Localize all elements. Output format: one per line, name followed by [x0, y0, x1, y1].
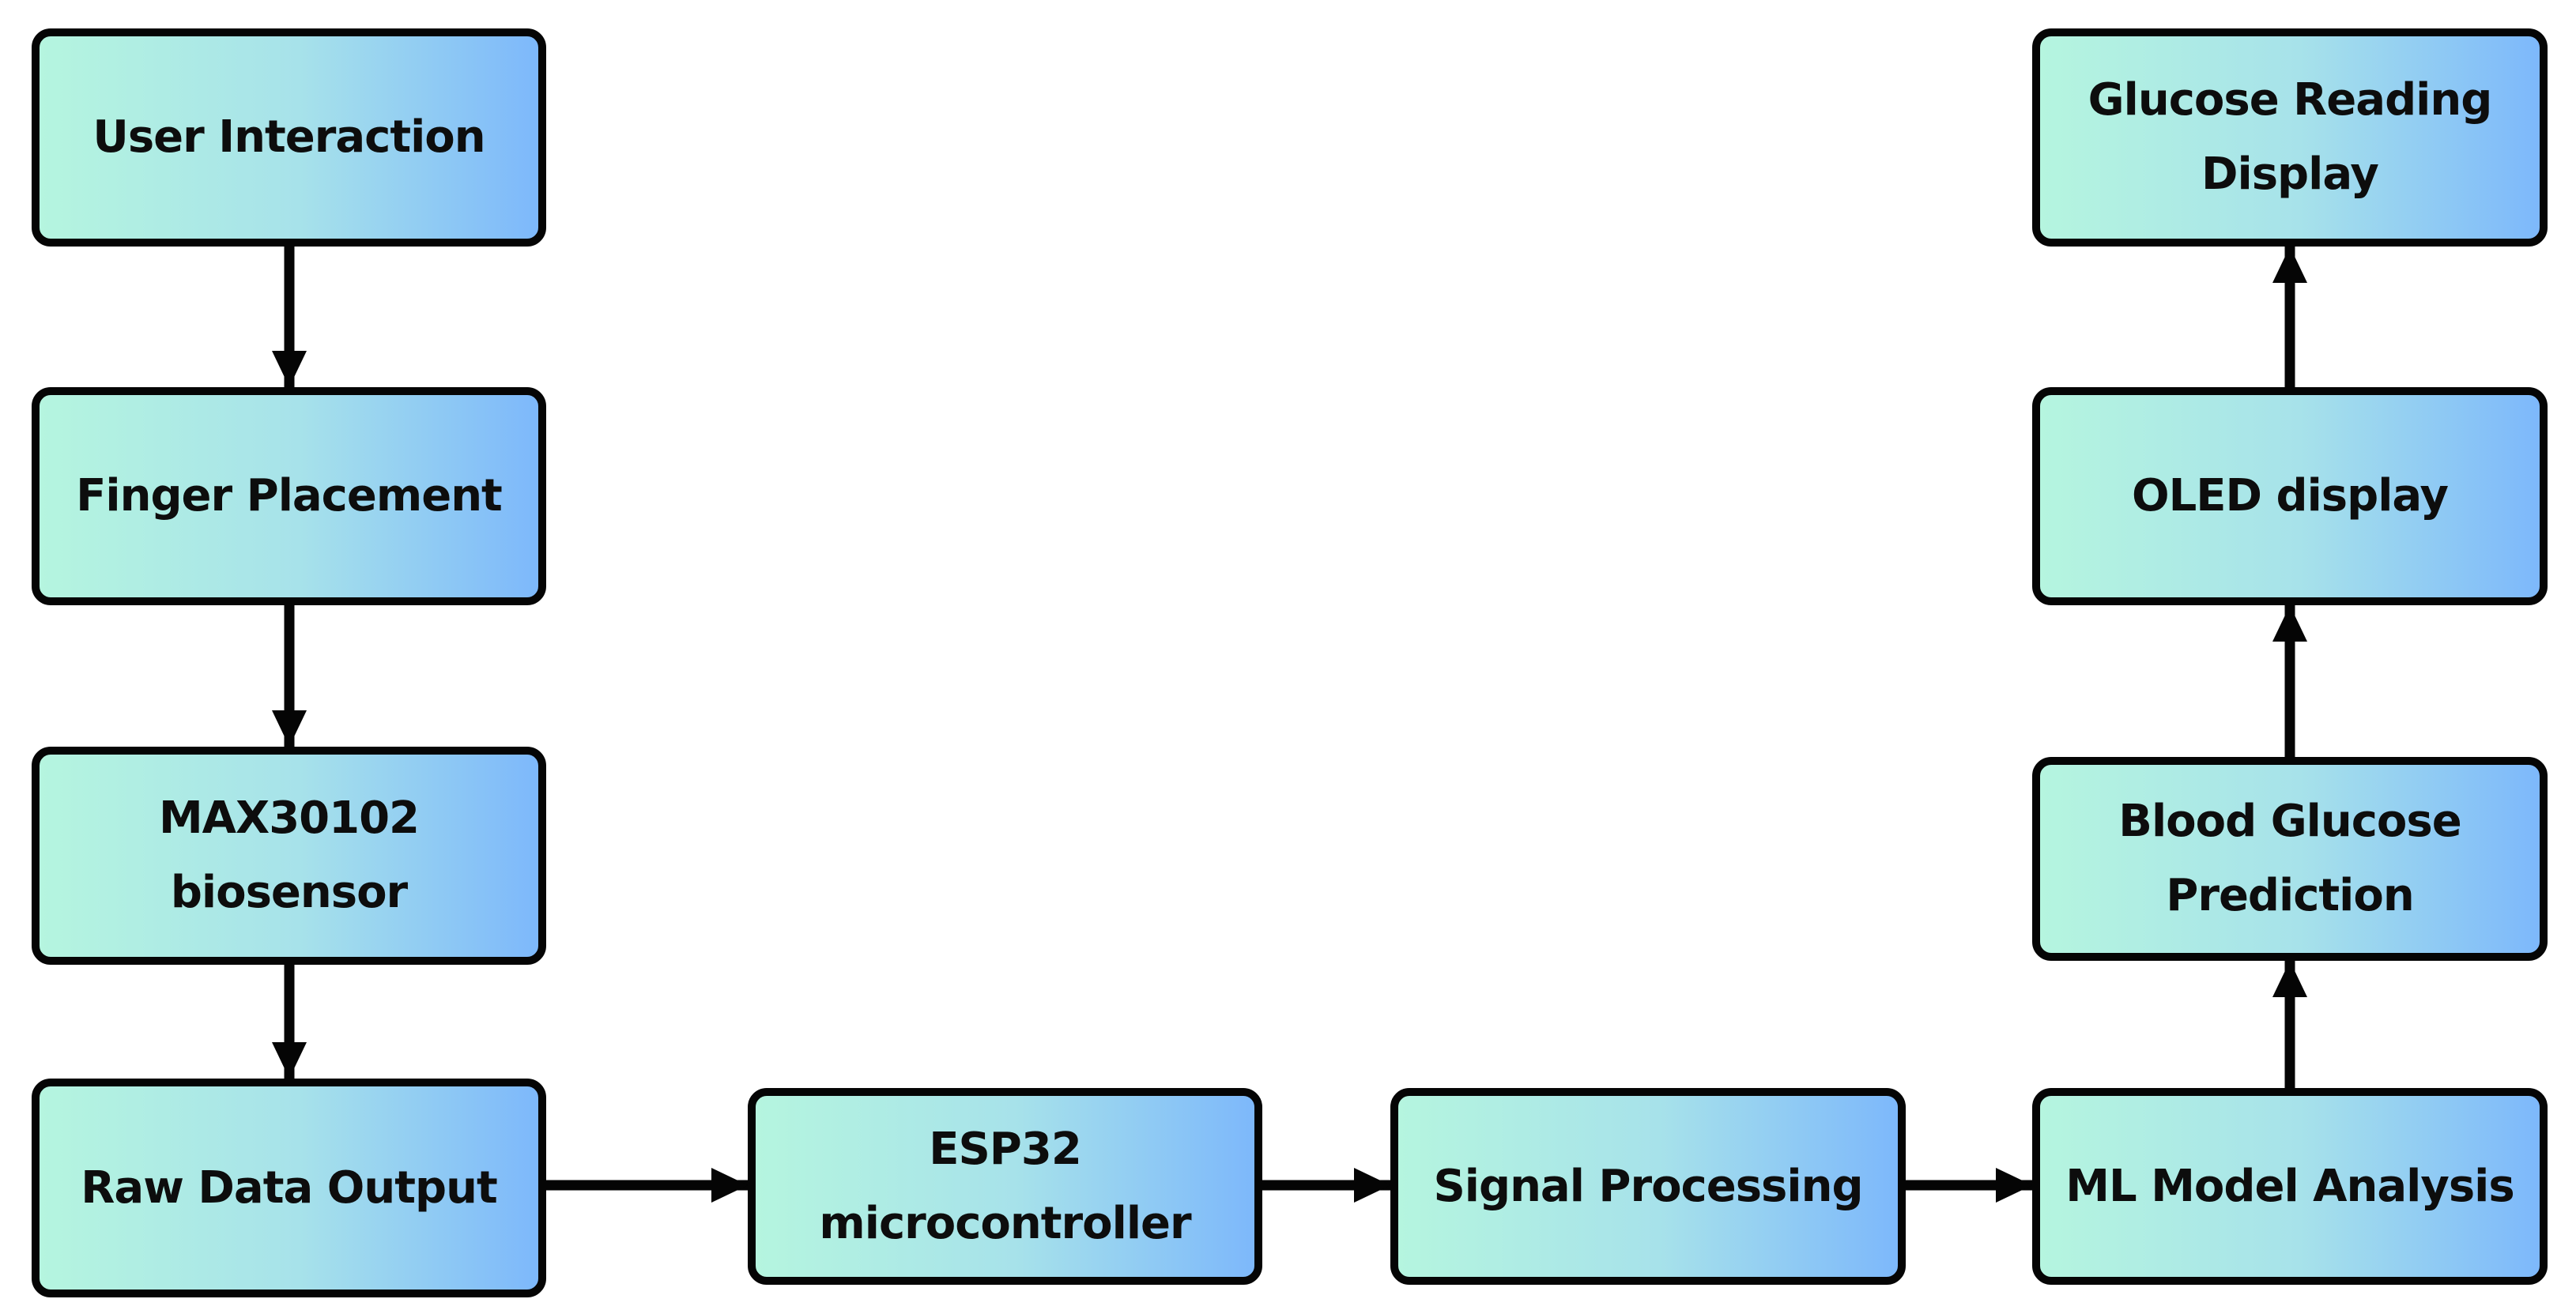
node-raw-data-output: Raw Data Output [32, 1079, 546, 1297]
node-label-max30102-biosensor: MAX30102 biosensor [158, 793, 420, 918]
node-glucose-reading-display: Glucose Reading Display [2032, 28, 2548, 247]
node-label-user-interaction: User Interaction [92, 111, 485, 163]
node-blood-glucose-prediction: Blood Glucose Prediction [2032, 757, 2548, 961]
node-oled-display: OLED display [2032, 387, 2548, 605]
node-signal-processing: Signal Processing [1390, 1088, 1906, 1285]
node-label-finger-placement: Finger Placement [76, 470, 503, 521]
node-label-glucose-reading-display: Glucose Reading Display [2088, 74, 2493, 200]
node-label-signal-processing: Signal Processing [1433, 1160, 1863, 1212]
node-ml-model-analysis: ML Model Analysis [2032, 1088, 2548, 1285]
node-label-raw-data-output: Raw Data Output [81, 1162, 497, 1214]
node-esp32-microcontroller: ESP32 microcontroller [748, 1088, 1262, 1285]
node-label-oled-display: OLED display [2132, 470, 2449, 521]
node-label-blood-glucose-prediction: Blood Glucose Prediction [2118, 796, 2461, 921]
node-label-ml-model-analysis: ML Model Analysis [2065, 1160, 2514, 1212]
node-max30102-biosensor: MAX30102 biosensor [32, 747, 546, 965]
node-user-interaction: User Interaction [32, 28, 546, 247]
node-label-esp32-microcontroller: ESP32 microcontroller [819, 1123, 1191, 1249]
node-finger-placement: Finger Placement [32, 387, 546, 605]
